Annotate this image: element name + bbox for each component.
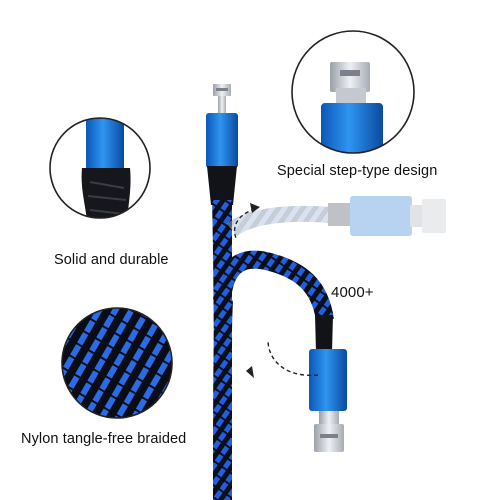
- circle-frame: [61, 307, 173, 419]
- blue-housing-bottom: [309, 349, 347, 411]
- closeup-strain-relief: [49, 117, 151, 219]
- blue-housing-top: [206, 113, 238, 168]
- arrow-heads: [246, 203, 260, 378]
- loop-cable: [213, 250, 347, 500]
- ghost-bent-cable: [226, 196, 446, 237]
- micro-usb-connector-bottom: [319, 411, 339, 426]
- label-bend-count: 4000+: [331, 284, 374, 301]
- circle-frame: [49, 117, 151, 219]
- strain-relief-bottom: [315, 315, 333, 352]
- closeup-connector: [291, 30, 415, 154]
- curved-dashed-arrow-icon: [233, 208, 319, 376]
- closeup-braid: [61, 307, 173, 419]
- strain-relief-top: [207, 166, 237, 205]
- label-nylon-braided: Nylon tangle-free braided: [21, 431, 187, 447]
- label-solid-durable: Solid and durable: [54, 252, 169, 268]
- circle-frame: [291, 30, 415, 154]
- micro-usb-connector-top: [218, 94, 226, 116]
- label-step-design: Special step-type design: [277, 163, 438, 179]
